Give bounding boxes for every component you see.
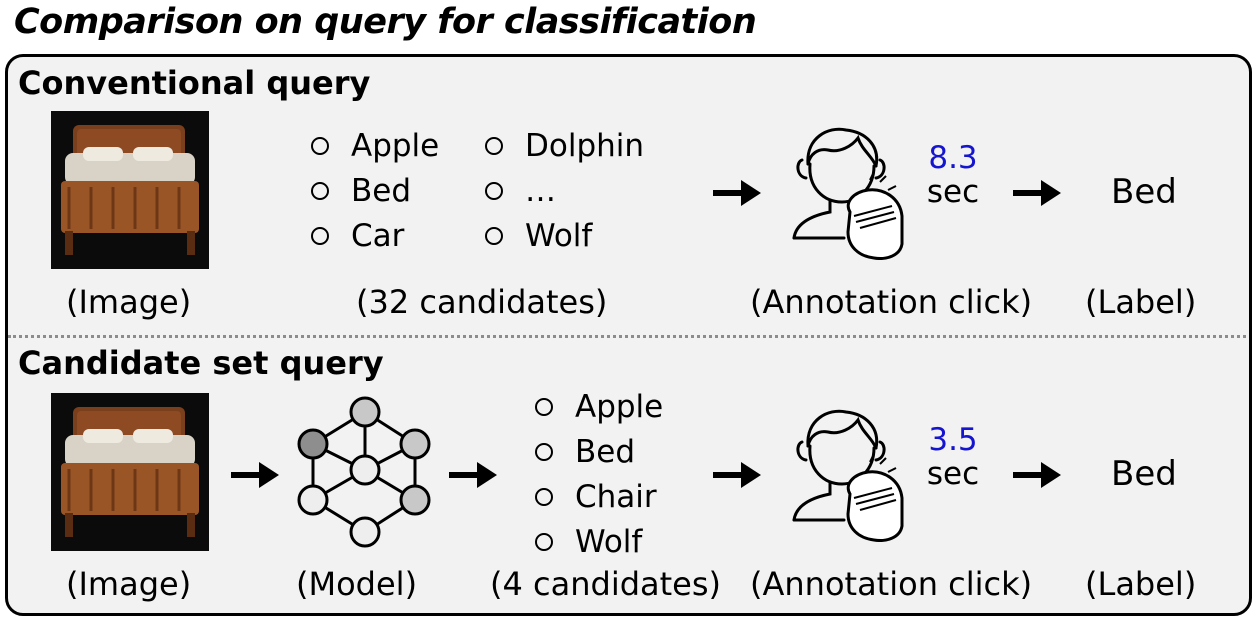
radio-button[interactable] <box>311 227 329 245</box>
arrow-right-icon <box>713 462 761 488</box>
radio-button[interactable] <box>535 488 553 506</box>
arrow-right-icon <box>1013 462 1061 488</box>
label-value: Bed <box>1111 172 1177 212</box>
arrow-right-icon <box>713 180 761 206</box>
time-unit: sec <box>926 174 980 210</box>
model-network-icon <box>297 396 431 548</box>
radio-button[interactable] <box>311 182 329 200</box>
option-chair[interactable]: Chair <box>535 479 657 515</box>
conventional-heading: Conventional query <box>18 64 371 102</box>
radio-button[interactable] <box>535 533 553 551</box>
option-label: Bed <box>351 173 412 209</box>
annotation-caption: (Annotation click) <box>750 565 1033 603</box>
annotator-click-icon <box>792 409 904 542</box>
option-label: Wolf <box>575 524 643 560</box>
option-label: Chair <box>575 479 657 515</box>
arrow-right-icon <box>231 462 279 488</box>
candidates-caption: (32 candidates) <box>356 283 608 321</box>
radio-button[interactable] <box>485 182 503 200</box>
figure-title: Comparison on query for classification <box>14 2 757 42</box>
label-caption: (Label) <box>1085 283 1197 321</box>
option-bed[interactable]: Bed <box>535 434 635 470</box>
time-display: 3.5 sec <box>918 423 988 491</box>
radio-button[interactable] <box>535 443 553 461</box>
image-caption: (Image) <box>66 283 192 321</box>
radio-button[interactable] <box>311 137 329 155</box>
label-caption: (Label) <box>1085 565 1197 603</box>
candidates-caption: (4 candidates) <box>490 565 722 603</box>
time-value: 3.5 <box>928 422 978 458</box>
bed-image <box>51 111 209 269</box>
label-value: Bed <box>1111 454 1177 494</box>
radio-button[interactable] <box>485 227 503 245</box>
option-label: Apple <box>351 128 440 164</box>
arrow-right-icon <box>449 462 497 488</box>
option-label: Dolphin <box>525 128 645 164</box>
time-value: 8.3 <box>928 140 978 176</box>
time-unit: sec <box>926 456 980 492</box>
image-caption: (Image) <box>66 565 192 603</box>
option-apple[interactable]: Apple <box>311 128 439 164</box>
option-wolf[interactable]: Wolf <box>535 524 642 560</box>
time-display: 8.3 sec <box>918 141 988 209</box>
option-label: Bed <box>575 434 636 470</box>
option-label: Apple <box>575 389 664 425</box>
option-label: … <box>525 173 556 209</box>
option-label: Wolf <box>525 218 593 254</box>
option-ellipsis[interactable]: … <box>485 173 556 209</box>
annotation-caption: (Annotation click) <box>750 283 1033 321</box>
option-car[interactable]: Car <box>311 218 404 254</box>
section-divider <box>8 335 1246 338</box>
option-apple[interactable]: Apple <box>535 389 663 425</box>
option-dolphin[interactable]: Dolphin <box>485 128 644 164</box>
annotator-click-icon <box>792 127 904 260</box>
bed-image <box>51 393 209 551</box>
option-wolf[interactable]: Wolf <box>485 218 592 254</box>
radio-button[interactable] <box>485 137 503 155</box>
option-label: Car <box>351 218 405 254</box>
radio-button[interactable] <box>535 398 553 416</box>
option-bed[interactable]: Bed <box>311 173 411 209</box>
arrow-right-icon <box>1013 180 1061 206</box>
candidate-set-heading: Candidate set query <box>18 344 384 382</box>
model-caption: (Model) <box>296 565 418 603</box>
